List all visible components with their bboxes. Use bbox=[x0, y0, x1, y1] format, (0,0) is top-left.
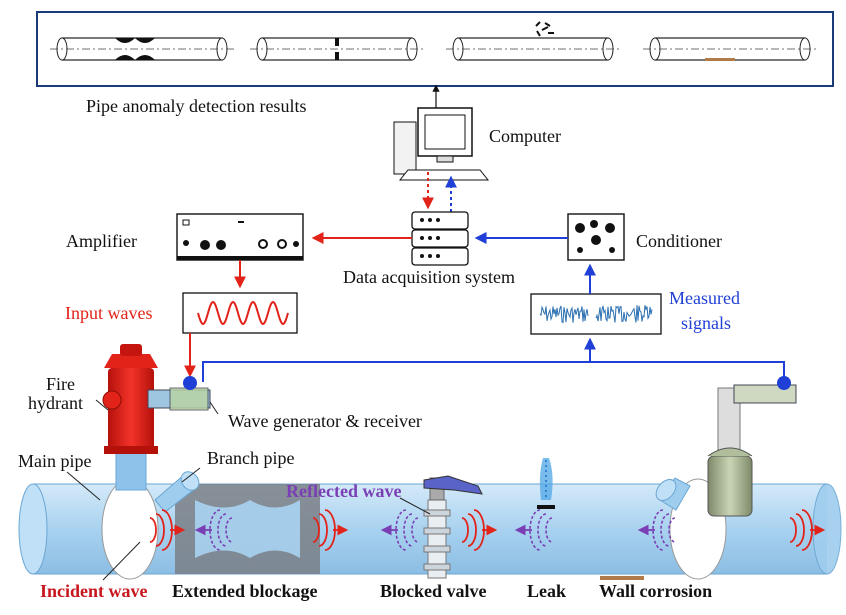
detection-results-panel bbox=[36, 11, 834, 87]
reflected-wave-label: Reflected wave bbox=[286, 481, 402, 501]
daq-label: Data acquisition system bbox=[343, 267, 515, 287]
incident-wave-marks bbox=[149, 509, 826, 551]
wall-corrosion-label: Wall corrosion bbox=[599, 581, 713, 601]
input-waves-box bbox=[182, 292, 298, 334]
input-sine-wave bbox=[197, 300, 289, 326]
blocked-valve-icon bbox=[423, 475, 483, 579]
computer-label: Computer bbox=[489, 126, 561, 146]
measured-label-1: Measured bbox=[669, 288, 740, 308]
wave-generator-label: Wave generator & receiver bbox=[228, 411, 422, 431]
branch-pipe-label: Branch pipe bbox=[207, 448, 295, 468]
signal-trace-2 bbox=[595, 305, 653, 323]
blocked-valve-label: Blocked valve bbox=[380, 581, 487, 601]
amplifier-label: Amplifier bbox=[66, 231, 137, 251]
result-pipe-leak bbox=[446, 21, 621, 61]
conditioner-label: Conditioner bbox=[636, 231, 722, 251]
wall-corrosion-mark bbox=[600, 576, 644, 580]
leak-icon bbox=[537, 458, 555, 509]
wave-generator-left bbox=[147, 376, 211, 411]
leak-label: Leak bbox=[527, 581, 567, 601]
extended-blockage-label: Extended blockage bbox=[172, 581, 318, 601]
results-title: Pipe anomaly detection results bbox=[86, 96, 307, 116]
measured-label-2: signals bbox=[681, 313, 732, 333]
leader-lines bbox=[66, 399, 431, 581]
input-waves-label: Input waves bbox=[65, 303, 153, 323]
reflected-wave-marks bbox=[209, 509, 676, 551]
result-pipe-corrosion bbox=[643, 37, 818, 61]
incident-wave-label: Incident wave bbox=[40, 581, 148, 601]
computer-icon bbox=[393, 107, 490, 181]
fire-hydrant-icon bbox=[102, 344, 158, 454]
fire-label-2: hydrant bbox=[28, 393, 83, 413]
fire-label-1: Fire bbox=[46, 374, 75, 394]
result-pipe-valve bbox=[250, 37, 425, 61]
measured-signals-box bbox=[530, 293, 662, 335]
conditioner-icon bbox=[567, 213, 625, 261]
signal-trace-1 bbox=[539, 305, 589, 324]
wave-receiver-right bbox=[707, 376, 797, 517]
amplifier-icon bbox=[176, 213, 304, 261]
extended-blockage bbox=[175, 484, 320, 574]
hydrant-junction bbox=[101, 478, 159, 580]
daq-icon bbox=[411, 211, 469, 266]
receiver-wiring bbox=[202, 361, 785, 382]
result-pipe-blockage bbox=[50, 37, 235, 61]
main-pipe-label: Main pipe bbox=[18, 451, 92, 471]
